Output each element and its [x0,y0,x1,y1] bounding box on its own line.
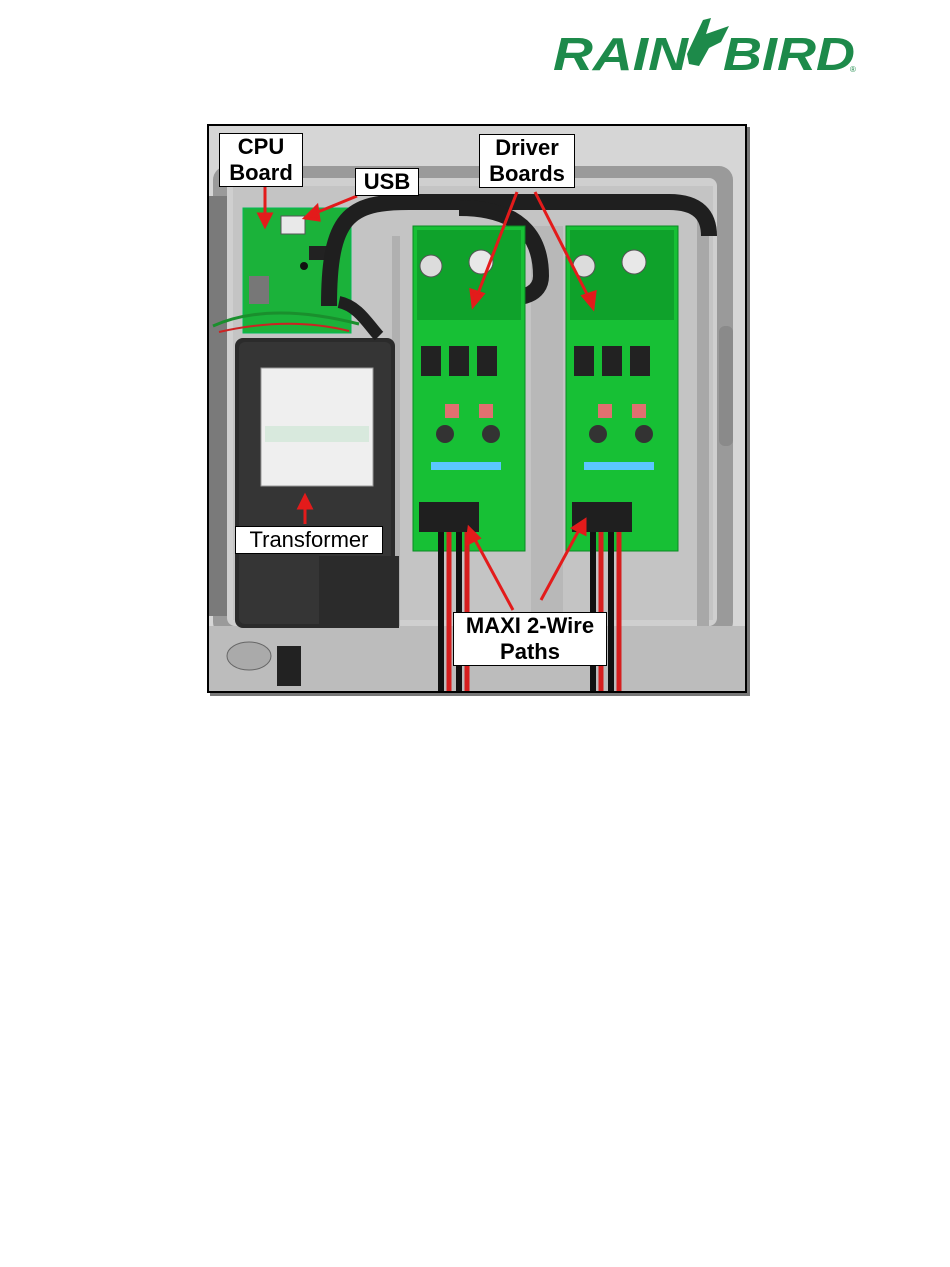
svg-text:BIRD: BIRD [723,28,855,76]
callout-transformer: Transformer [235,526,383,554]
callout-driver-boards: Driver Boards [479,134,575,188]
controller-photo: CPU Board USB Driver Boards Transformer … [207,124,747,693]
svg-text:®: ® [850,65,856,74]
callout-cpu-board: CPU Board [219,133,303,187]
callout-usb: USB [355,168,419,196]
callout-maxi-2-wire-paths: MAXI 2-Wire Paths [453,612,607,666]
rain-bird-logo: RAIN BIRD ® [553,14,858,76]
svg-text:RAIN: RAIN [553,28,689,76]
